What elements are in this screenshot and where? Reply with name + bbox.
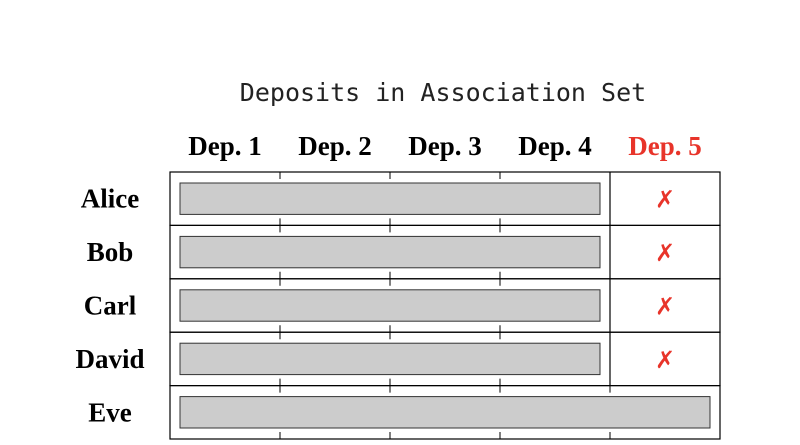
- row-label: Bob: [87, 237, 134, 267]
- row-label: David: [75, 344, 144, 374]
- participant-row: ✗: [169, 171, 721, 227]
- excluded-cross-icon: ✗: [655, 239, 675, 267]
- column-header: Dep. 5: [628, 131, 702, 161]
- participant-row: [169, 385, 721, 440]
- deposit-bar: [179, 182, 601, 215]
- deposit-bar: [179, 235, 601, 269]
- participant-row: ✗: [169, 278, 721, 333]
- diagram-title: Deposits in Association Set: [240, 78, 646, 107]
- column-header: Dep. 1: [188, 131, 262, 161]
- column-headers: Dep. 1 Dep. 2 Dep. 3 Dep. 4 Dep. 5: [188, 131, 702, 161]
- column-header: Dep. 3: [408, 131, 482, 161]
- row-border: [169, 385, 721, 440]
- row-label: Carl: [84, 291, 137, 321]
- deposit-bar: [179, 396, 711, 429]
- participant-row: ✗: [169, 224, 721, 280]
- deposit-bar: [179, 342, 601, 376]
- deposit-grid: ✗ ✗ ✗ ✗: [169, 171, 721, 440]
- excluded-cross-icon: ✗: [655, 186, 675, 214]
- row-label: Alice: [81, 184, 139, 214]
- excluded-cross-icon: ✗: [655, 293, 675, 321]
- deposit-bar: [179, 289, 601, 322]
- column-header: Dep. 4: [518, 131, 592, 161]
- column-header: Dep. 2: [298, 131, 372, 161]
- excluded-cross-icon: ✗: [655, 346, 675, 374]
- row-label: Eve: [88, 397, 132, 427]
- participant-row: ✗: [169, 331, 721, 387]
